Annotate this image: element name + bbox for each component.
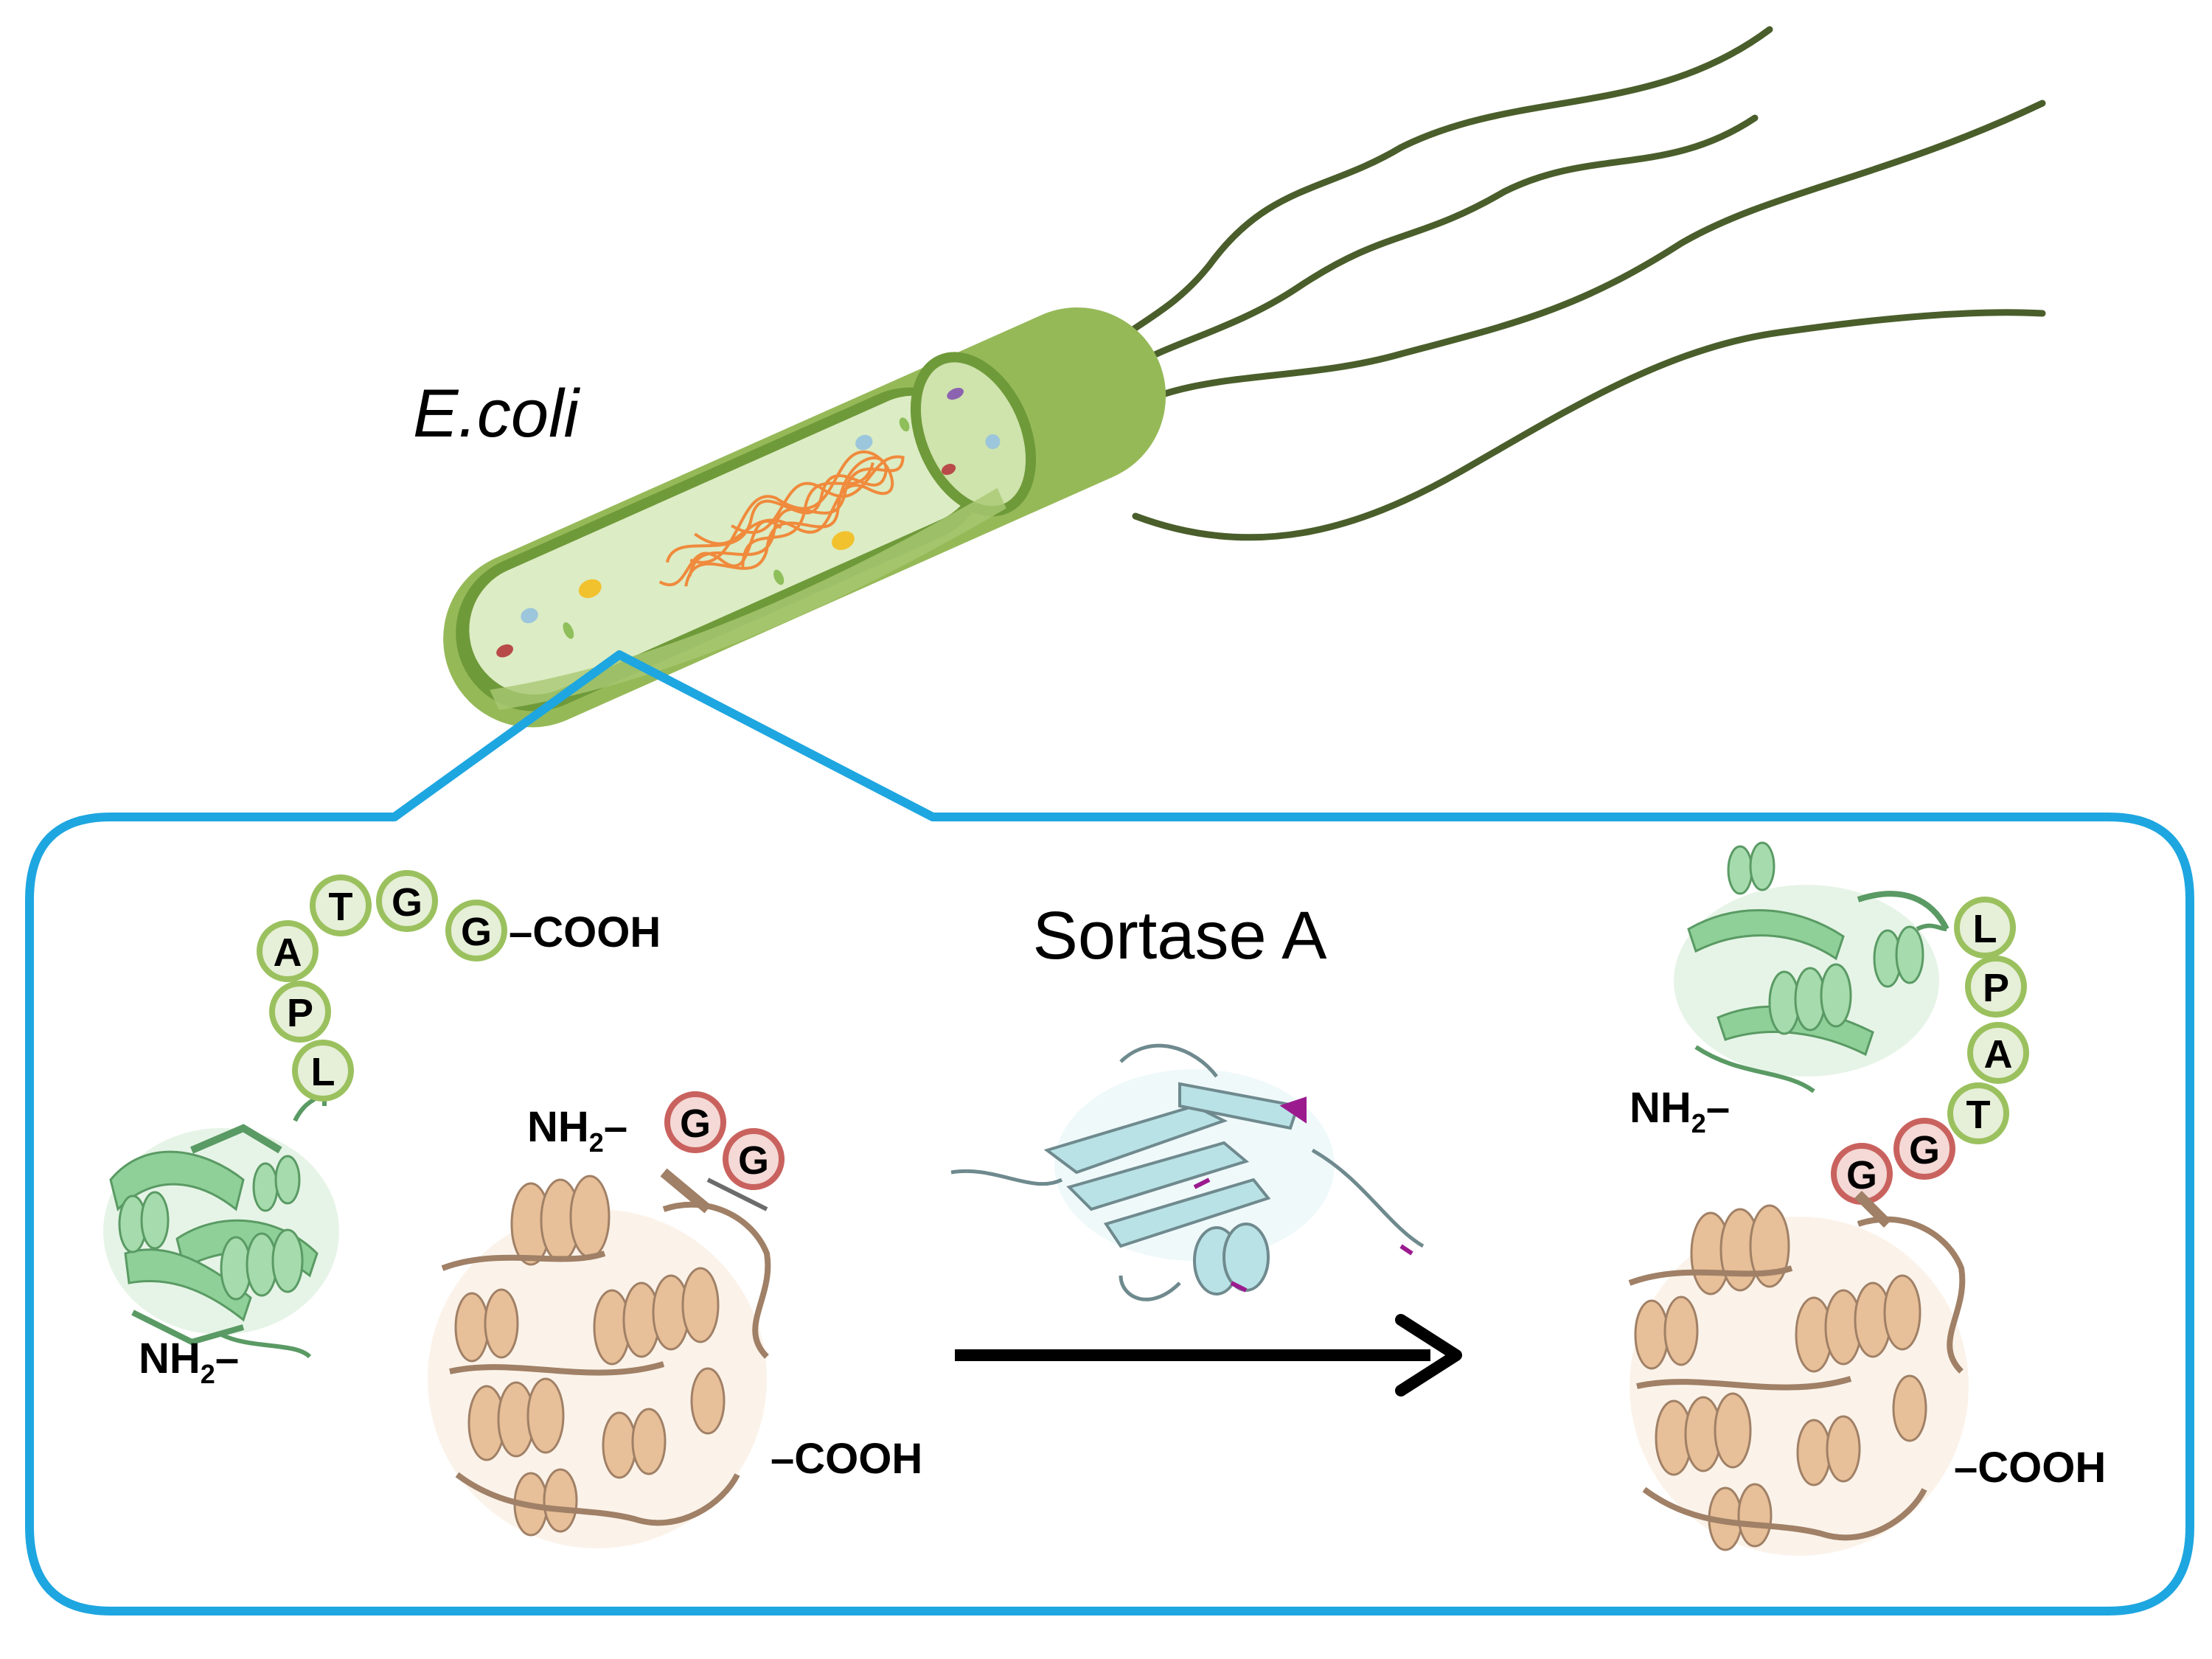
product-green-protein [1674,841,1950,1093]
product-red-residue-1: G [1831,1143,1893,1205]
left-green-n-terminus: NH2– [139,1335,239,1389]
svg-text:T: T [329,885,353,929]
product-tan-protein [1628,1191,1969,1556]
product-red-residue-2: G [1893,1118,1955,1180]
left-green-tag: L P A T G G [257,870,507,1106]
reaction-arrow [955,1314,1462,1397]
red-residue-1: G [664,1091,726,1153]
residue-4: T [310,874,372,936]
product-residue-3: A [1967,1022,2029,1084]
product-green-tag: L P A T [1947,897,2029,1144]
organism-label: E.coli [413,376,581,451]
svg-text:P: P [287,991,313,1035]
residue-5: G [376,870,438,932]
dna-nucleoid [658,451,905,587]
residue-1: L [292,1040,354,1102]
svg-text:G: G [680,1102,711,1146]
svg-text:G: G [1846,1153,1877,1197]
left-green-protein [103,1076,339,1359]
svg-text:T: T [1966,1093,1991,1137]
left-tan-c-terminus: –COOH [771,1435,922,1483]
svg-text:A: A [274,931,302,975]
product-red-tag: G G [1831,1118,1955,1205]
callout-frame [25,650,2194,1615]
left-tan-protein [428,1168,771,1548]
svg-text:P: P [1983,966,2009,1010]
ecoli-cell [443,307,1166,728]
svg-text:G: G [392,880,422,925]
left-green-c-terminus: –COOH [509,908,661,956]
svg-text:G: G [461,910,492,954]
residue-2: P [269,981,331,1043]
sortase-a-structure [950,1043,1425,1301]
left-tan-n-terminus: NH2– [527,1103,627,1158]
red-residue-2: G [723,1128,785,1190]
svg-text:G: G [738,1138,769,1183]
product-c-terminus: –COOH [1954,1444,2106,1492]
product-n-terminus: NH2– [1630,1084,1730,1138]
left-red-tag: G G [664,1091,785,1190]
svg-text:A: A [1984,1032,2013,1077]
residue-3: A [257,920,319,982]
enzyme-label: Sortase A [1033,898,1328,973]
product-residue-2: P [1965,956,2027,1018]
svg-text:L: L [311,1050,335,1094]
product-residue-1: L [1954,897,2016,959]
product-residue-4: T [1947,1082,2009,1144]
residue-6: G [445,900,507,961]
svg-text:G: G [1909,1128,1940,1172]
svg-text:L: L [1973,907,1997,951]
flagella [1069,26,2046,541]
